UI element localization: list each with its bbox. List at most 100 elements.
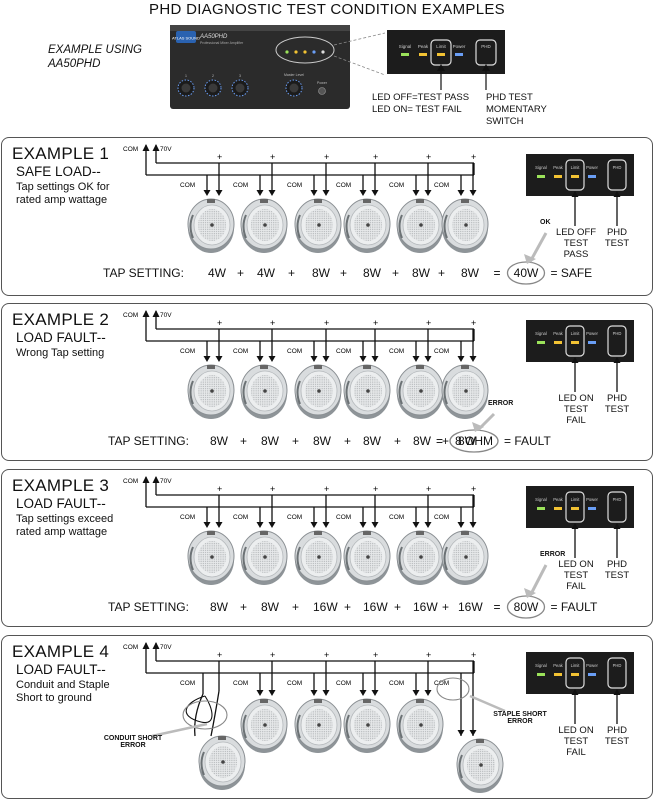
- conduit-line2: ERROR: [120, 742, 146, 749]
- svg-text:Power: Power: [453, 44, 466, 49]
- tap-com-label: COM: [389, 680, 404, 687]
- tap-plus-sign: +: [270, 152, 275, 162]
- svg-text:Power: Power: [317, 81, 328, 85]
- conduit-short-circle: [182, 700, 228, 730]
- phd-switch-highlight: [607, 325, 627, 357]
- panel-label-peak: Peak: [553, 497, 563, 502]
- ceiling-speaker-5: [441, 364, 489, 419]
- led-signal: [537, 341, 545, 344]
- led-line2: TEST: [563, 404, 589, 415]
- led-limit: [571, 673, 579, 676]
- tap-plus-sign: +: [217, 650, 222, 660]
- equals-sign: =: [494, 600, 501, 614]
- tap-plus-sign: +: [373, 650, 378, 660]
- led-signal: [537, 507, 545, 510]
- phd-switch-highlight: [607, 491, 627, 523]
- staple-callout-arrow: [469, 694, 506, 713]
- tap-plus-sign: +: [270, 318, 275, 328]
- ceiling-speaker-0: [187, 364, 235, 419]
- ceiling-speaker-0: [187, 530, 235, 585]
- svg-text:3: 3: [239, 74, 241, 78]
- tap-plus-sign: +: [471, 650, 476, 660]
- com-label: COM: [123, 644, 138, 651]
- led-limit: [571, 341, 579, 344]
- result-oval: [506, 595, 546, 619]
- panel-label-peak: Peak: [553, 663, 563, 668]
- panel-label-signal: Signal: [535, 497, 547, 502]
- tap-plus-sign: +: [373, 318, 378, 328]
- result-value: 80W: [513, 600, 539, 614]
- ceiling-speaker-0: [187, 198, 235, 253]
- tap-value: 8W: [412, 266, 430, 280]
- limit-led-highlight: [565, 491, 585, 523]
- tap-value: 8W: [461, 266, 479, 280]
- tap-plus-sign: +: [324, 650, 329, 660]
- ceiling-speaker-4: [396, 530, 444, 585]
- desc-line2: Short to ground: [16, 692, 92, 704]
- callout-arrow: [528, 564, 548, 597]
- led-legend: LED OFF=TEST PASS LED ON= TEST FAIL: [372, 92, 470, 115]
- plus-sign: +: [240, 434, 248, 448]
- result-status: SAFE: [560, 266, 593, 280]
- phd-switch-highlight: [607, 159, 627, 191]
- tap-com-label: COM: [233, 680, 248, 687]
- plus-sign: +: [344, 434, 352, 448]
- ceiling-speaker-3: [343, 364, 391, 419]
- led-line1: LED ON: [558, 559, 594, 570]
- tap-value: 16W: [363, 600, 388, 614]
- led-signal: [537, 673, 545, 676]
- panel-label-limit: Limit: [571, 497, 581, 502]
- svg-text:2: 2: [212, 74, 214, 78]
- ceiling-speaker-2: [294, 530, 342, 585]
- panel-label-power: Power: [586, 331, 598, 336]
- plus-sign: +: [442, 434, 450, 448]
- tap-com-label: COM: [434, 182, 449, 189]
- tap-plus-sign: +: [270, 650, 275, 660]
- led-line3: FAIL: [566, 581, 586, 592]
- led-line3: FAIL: [566, 747, 586, 758]
- limit-led-highlight: [565, 325, 585, 357]
- intro-line2: AA50PHD: [48, 58, 101, 70]
- ceiling-speaker-3: [343, 530, 391, 585]
- amp-model: AA50PHD: [199, 34, 228, 40]
- phd-legend: PHD TEST MOMENTARY SWITCH: [486, 92, 547, 127]
- example-title: EXAMPLE 2: [12, 310, 110, 329]
- led-line2: TEST: [563, 570, 589, 581]
- callout-label: OK: [540, 219, 551, 226]
- phd-line2: TEST: [604, 238, 630, 249]
- zoomed-led-panel: Signal Peak Limit Power PHD: [387, 30, 505, 74]
- plus-sign: +: [237, 266, 245, 280]
- intro-text: EXAMPLE USING AA50PHD: [48, 43, 142, 71]
- ceiling-speaker-1: [240, 530, 288, 585]
- result-equals-status: = SAFE: [550, 266, 593, 280]
- tap-com-label: COM: [336, 514, 351, 521]
- amp-subtitle: Professional Mixer Amplifier: [200, 41, 244, 45]
- tap-plus-sign: +: [426, 318, 431, 328]
- conduit-callout-arrow: [151, 722, 208, 738]
- equals-sign: =: [494, 266, 501, 280]
- tap-com-label: COM: [389, 514, 404, 521]
- panel-label-power: Power: [586, 497, 598, 502]
- staple-short-circle: [436, 677, 470, 701]
- tap-value: 16W: [313, 600, 338, 614]
- led-power: [588, 507, 596, 510]
- panel-label-limit: Limit: [571, 663, 581, 668]
- tap-value: 8W: [458, 434, 476, 448]
- plus-sign: +: [442, 600, 450, 614]
- panel-label-phd: PHD: [613, 331, 622, 336]
- tap-com-label: COM: [180, 514, 195, 521]
- v70-label: 70V: [160, 312, 172, 319]
- phd-line2: TEST: [604, 404, 630, 415]
- phd-line1: PHD: [606, 227, 628, 238]
- ceiling-speaker-1: [240, 364, 288, 419]
- example-subtitle: LOAD FAULT--: [16, 496, 106, 511]
- callout-arrow: [528, 232, 548, 263]
- tap-com-label: COM: [287, 514, 302, 521]
